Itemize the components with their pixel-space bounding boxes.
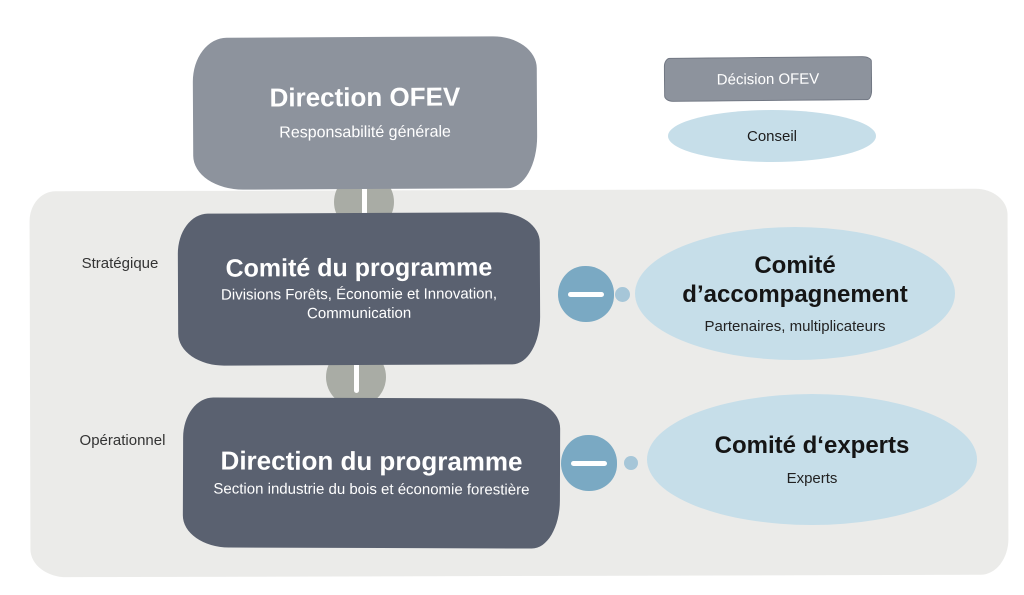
node-comite-programme: Comité du programme Divisions Forêts, Éc… bbox=[177, 212, 541, 366]
level-label-strategique: Stratégique bbox=[81, 255, 159, 272]
node-title: Comité d‘experts bbox=[714, 432, 910, 460]
node-subtitle: Partenaires, multiplicateurs bbox=[704, 317, 886, 335]
node-comite-experts: Comité d‘experts Experts bbox=[647, 394, 977, 525]
legend-conseil-ellipse: Conseil bbox=[668, 110, 876, 162]
node-subtitle: Divisions Forêts, Économie et Innovation… bbox=[221, 285, 498, 323]
horizontal-bar-icon bbox=[571, 460, 607, 466]
vertical-bar-icon bbox=[353, 361, 359, 393]
connector-dot bbox=[624, 456, 638, 470]
legend-decision-box: Décision OFEV bbox=[663, 56, 873, 102]
legend-decision-label: Décision OFEV bbox=[716, 70, 820, 88]
vertical-bar-icon bbox=[361, 186, 367, 218]
horizontal-bar-icon bbox=[568, 291, 604, 297]
node-subtitle: Section industrie du bois et économie fo… bbox=[213, 480, 530, 499]
node-direction-ofev: Direction OFEV Responsabilité générale bbox=[192, 36, 538, 190]
conseil-connector-direction-experts bbox=[561, 435, 617, 491]
level-label-operationnel: Opérationnel bbox=[79, 432, 166, 449]
node-direction-programme: Direction du programme Section industrie… bbox=[182, 397, 561, 549]
conseil-connector-comite-accompagnement bbox=[558, 266, 614, 322]
node-title: Direction OFEV bbox=[269, 81, 461, 113]
node-title: Comité d’accompagnement bbox=[682, 252, 908, 308]
node-title: Direction du programme bbox=[220, 445, 523, 477]
node-subtitle: Experts bbox=[786, 469, 838, 487]
node-title: Comité du programme bbox=[225, 253, 493, 283]
node-comite-accompagnement: Comité d’accompagnement Partenaires, mul… bbox=[635, 227, 955, 360]
connector-dot bbox=[615, 287, 630, 302]
legend-conseil-label: Conseil bbox=[746, 127, 798, 145]
node-subtitle: Responsabilité générale bbox=[279, 123, 451, 142]
